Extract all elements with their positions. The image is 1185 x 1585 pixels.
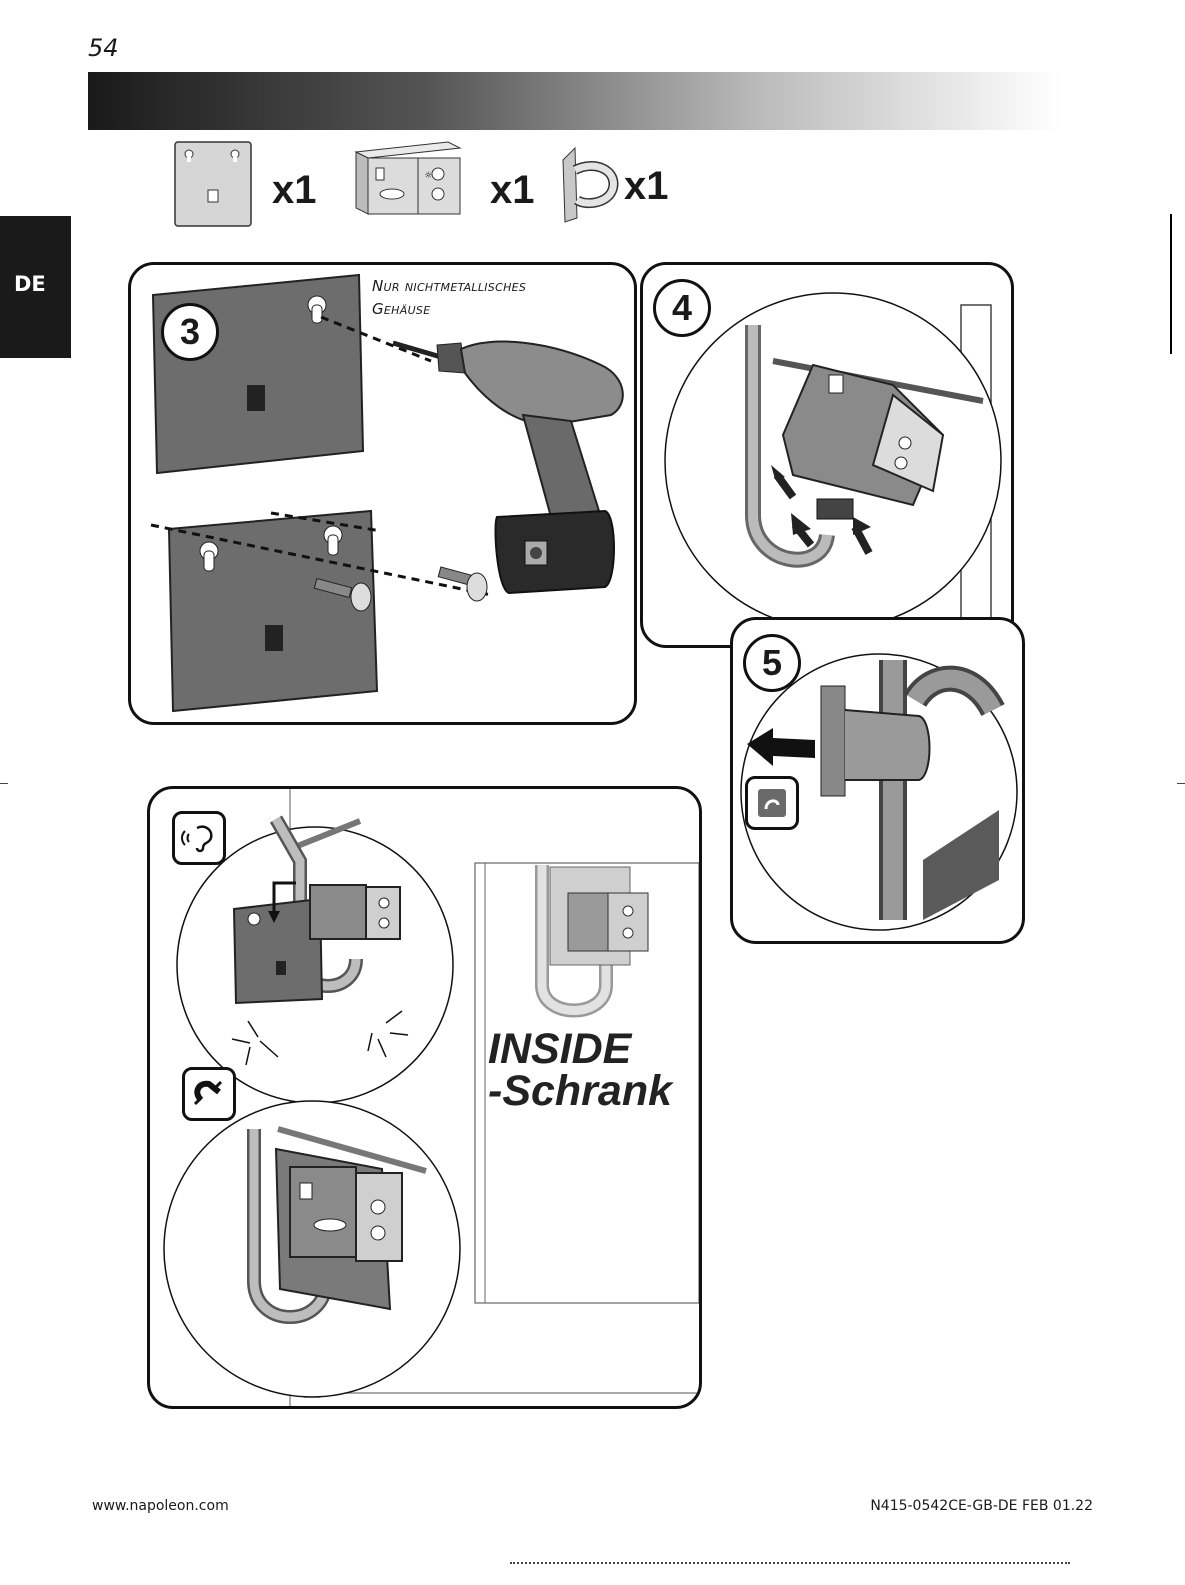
- crop-mark: [1170, 214, 1172, 354]
- clip-icon: [745, 776, 799, 830]
- crop-tick-left: [0, 783, 8, 784]
- inside-label-line2: -Schrank: [488, 1069, 672, 1113]
- magnet-icon: [182, 1067, 236, 1121]
- step-3-badge: 3: [161, 303, 219, 361]
- step-3-panel: 3 Nur nichtmetallisches Gehäuse: [128, 262, 637, 725]
- footer-doc-code: N415-0542CE-GB-DE FEB 01.22: [870, 1498, 1093, 1514]
- bottom-cut-line: [510, 1562, 1070, 1564]
- header-gradient-bar: [88, 72, 1060, 130]
- step-3-note-line2: Gehäuse: [372, 298, 430, 320]
- mounting-plate-image: [173, 140, 253, 228]
- drill-icon: [393, 342, 623, 593]
- wire-clip-qty: x1: [624, 164, 669, 209]
- step-5-badge: 5: [743, 634, 801, 692]
- svg-text:☼: ☼: [424, 171, 432, 181]
- control-box-image: ☼: [352, 138, 464, 216]
- control-box-qty: x1: [490, 168, 535, 213]
- footer-website: www.napoleon.com: [92, 1498, 229, 1514]
- step-4-badge: 4: [653, 279, 711, 337]
- ear-icon: [172, 811, 226, 865]
- inside-label-line1: INSIDE: [488, 1027, 631, 1071]
- crop-tick-right: [1177, 783, 1185, 784]
- wire-clip-image: [555, 140, 619, 224]
- page-number: 54: [88, 34, 119, 62]
- step-3-note-line1: Nur nichtmetallisches: [372, 275, 526, 297]
- mounting-detail-panel: INSIDE -Schrank: [147, 786, 702, 1409]
- step-4-panel: 4: [640, 262, 1014, 648]
- language-tab-label: DE: [14, 272, 46, 296]
- step-5-panel: 5: [730, 617, 1025, 944]
- mounting-plate-qty: x1: [272, 168, 317, 213]
